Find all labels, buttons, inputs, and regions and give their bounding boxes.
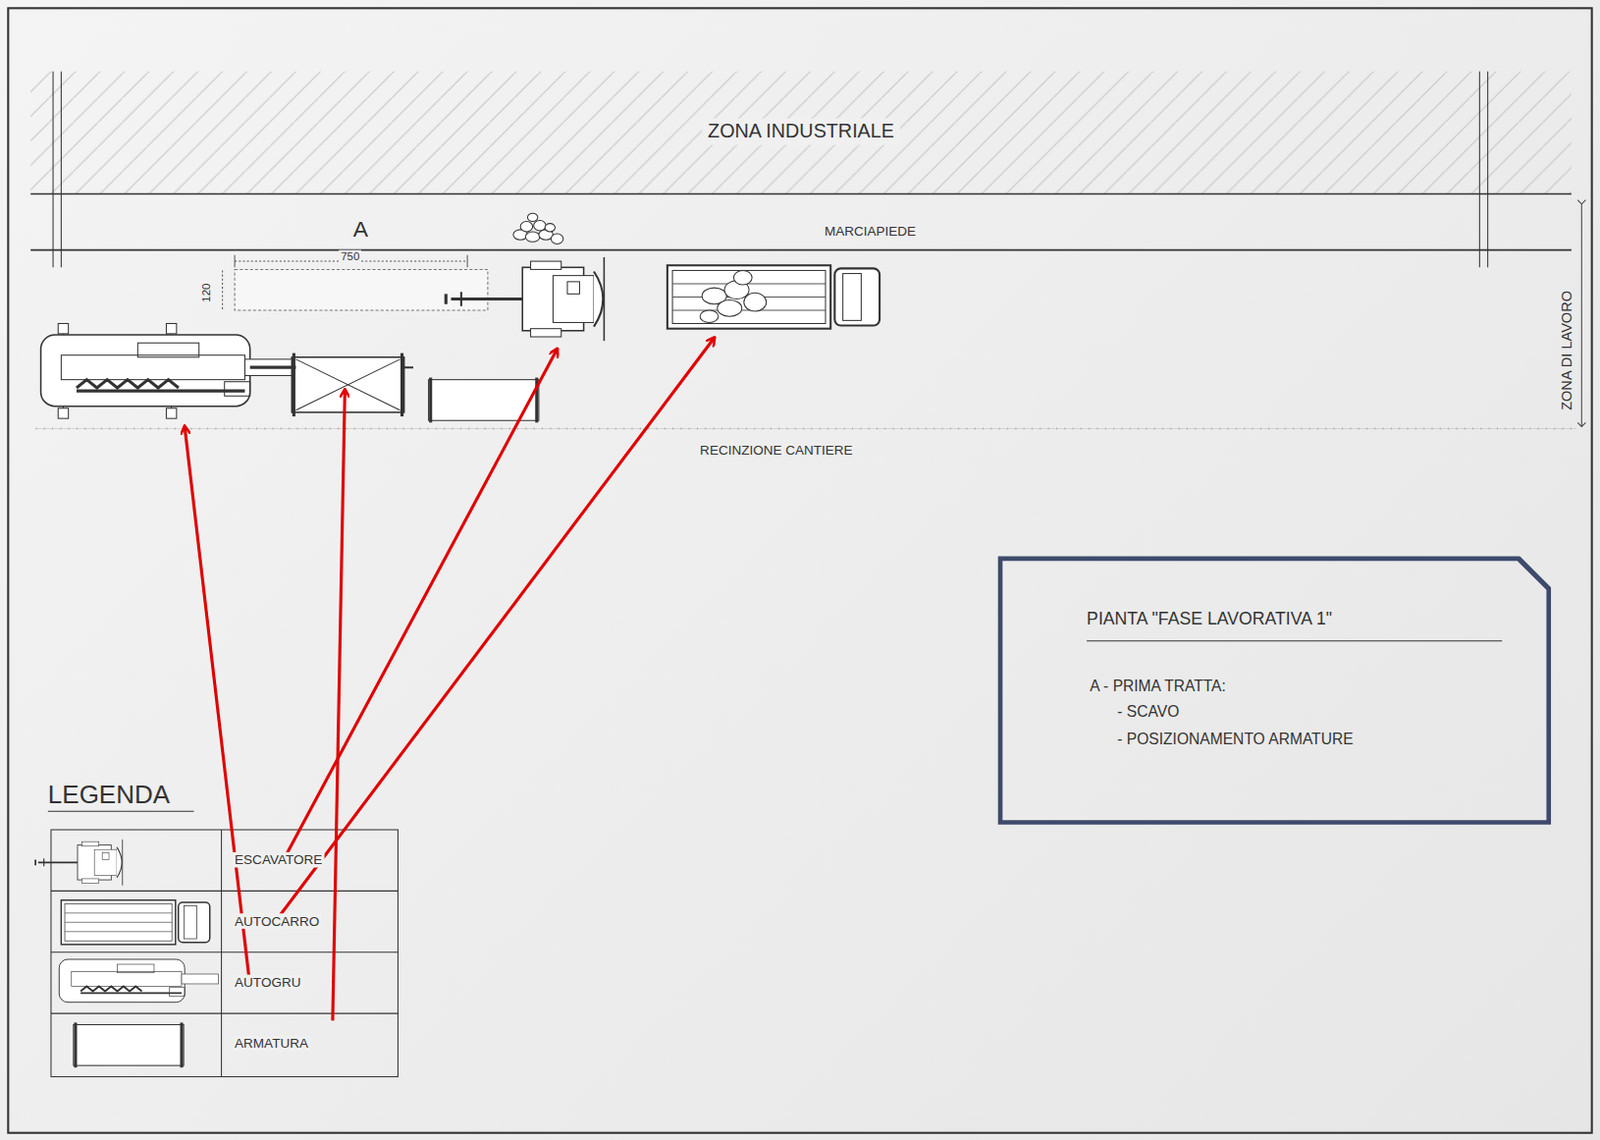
- box-line: - SCAVO: [1117, 701, 1179, 720]
- box-outline: [998, 555, 1551, 824]
- box-line: A - PRIMA TRATTA:: [1089, 676, 1227, 694]
- work-zone-label: ZONA DI LAVORO: [1557, 290, 1575, 411]
- box-heading: PIANTA "FASE LAVORATIVA 1": [1086, 609, 1333, 631]
- box-line: - POSIZIONAMENTO ARMATURE: [1117, 729, 1353, 747]
- dimension: 120: [200, 283, 213, 303]
- legend-text: AUTOCARRO: [232, 912, 321, 929]
- zone-band: ZONA INDUSTRIALE: [30, 71, 1572, 195]
- phase-box: PIANTA "FASE LAVORATIVA 1" A - PRIMA TRAT…: [998, 555, 1551, 824]
- sidewalk-label: MARCIAPIEDE: [824, 223, 916, 240]
- legend-text: AUTOGRU: [232, 974, 303, 991]
- zone-label: ZONA INDUSTRIALE: [701, 118, 901, 146]
- legend-text: ARMATURA: [232, 1035, 311, 1052]
- dimension: 750: [338, 250, 362, 263]
- legend-text: ESCAVATORE: [232, 852, 324, 868]
- fence-label: RECINZIONE CANTIERE: [696, 441, 856, 458]
- section-letter: A: [353, 215, 369, 243]
- legend-title: LEGENDA: [48, 779, 170, 809]
